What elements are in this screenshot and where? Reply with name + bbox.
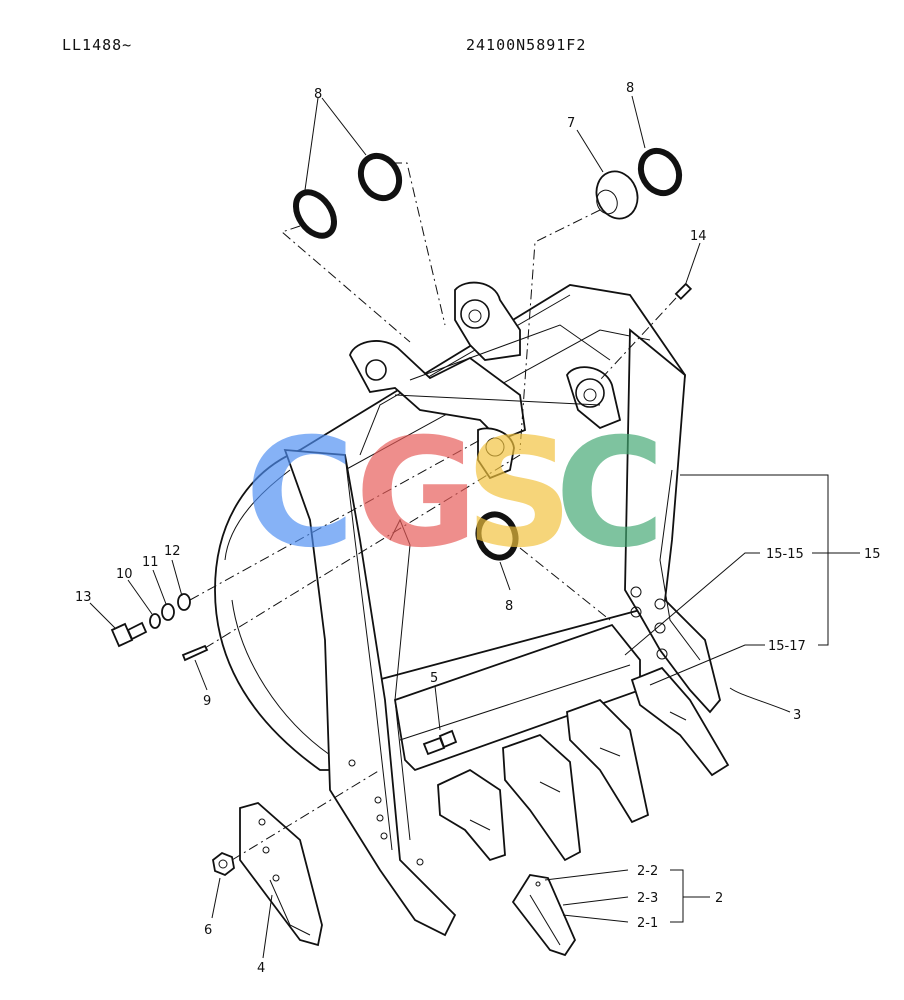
loose-parts [110,147,693,957]
bucket-body-drawing [214,281,730,937]
callout-15-15: 15-15 [766,547,804,562]
callout-10: 10 [116,567,133,582]
callout-2-3: 2-3 [637,891,658,906]
callout-14: 14 [690,229,707,244]
callout-5: 5 [430,671,438,686]
bucket-teeth [437,666,730,862]
watermark-letter-c1: C [245,407,355,581]
watermark-letter-c2: C [555,407,665,581]
callout-6: 6 [204,923,212,938]
callout-2-1: 2-1 [637,916,658,931]
leader-lines [89,95,860,959]
callout-9: 9 [203,694,211,709]
callout-2: 2 [715,891,723,906]
callout-8-top-left: 8 [314,87,322,102]
callout-8-top-right: 8 [626,81,634,96]
callout-3: 3 [793,708,801,723]
callout-12: 12 [164,544,181,559]
callout-15-17: 15-17 [768,639,806,654]
callout-4: 4 [257,961,265,976]
drawing-number-label: 24100N5891F2 [466,36,587,54]
watermark-letter-s: S [465,407,573,581]
callout-11: 11 [142,555,159,570]
callout-8-lower: 8 [505,599,513,614]
callout-7: 7 [567,116,575,131]
watermark-letter-g: G [355,407,478,581]
callout-15: 15 [864,547,881,562]
callout-2-2: 2-2 [637,864,658,879]
callout-labels: 8 7 8 14 8 15-15 15 15-17 3 12 11 10 13 … [75,81,881,976]
serial-range-label: LL1488~ [62,36,133,54]
callout-13: 13 [75,590,92,605]
cgsc-watermark: C G S C [245,407,665,581]
